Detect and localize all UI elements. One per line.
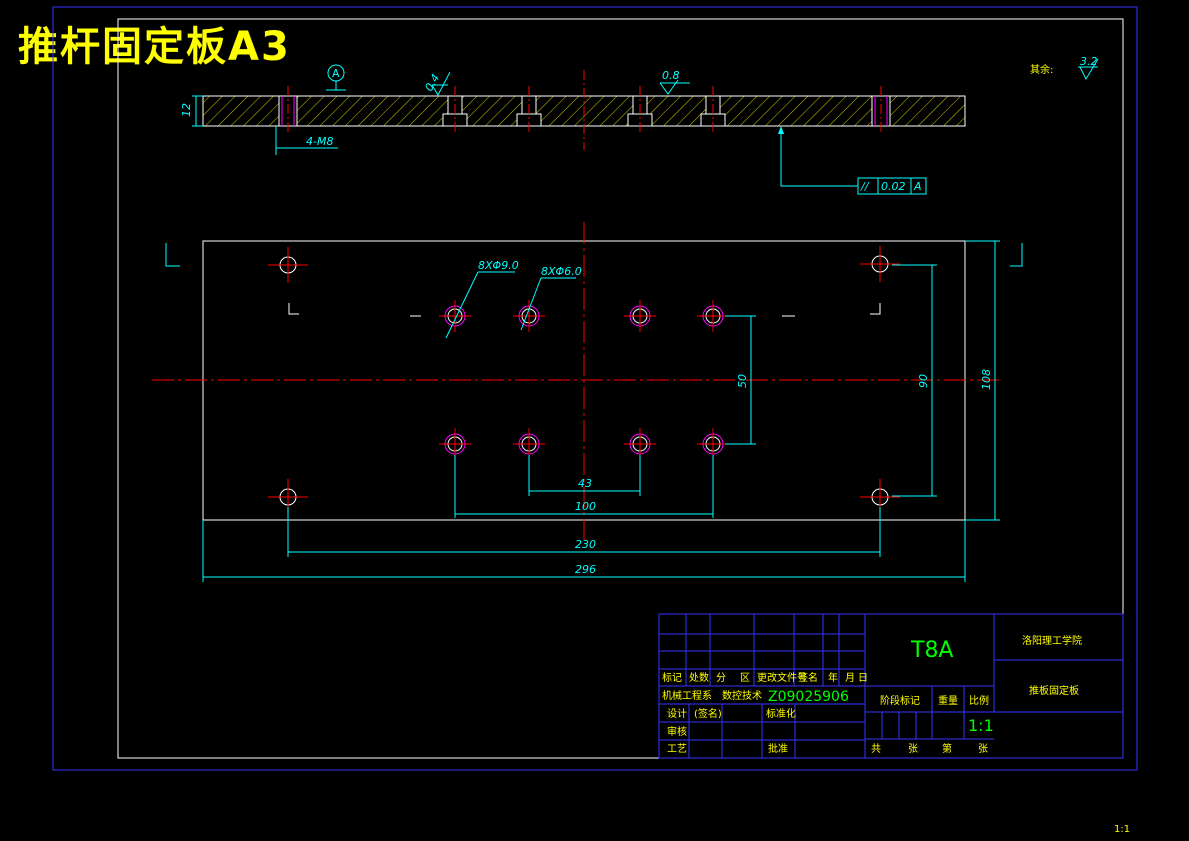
pin-hole (513, 428, 545, 460)
tolerance-datum: A (913, 180, 922, 193)
pin-hole (624, 300, 656, 332)
tolerance-symbol: // (860, 180, 870, 193)
pin-hole (697, 300, 729, 332)
header-0: 标记 (662, 672, 682, 684)
roughness-top: 0.8 (662, 69, 680, 82)
corner-hole (268, 247, 308, 283)
tolerance-frame (857, 177, 927, 195)
dim-43: 43 (578, 477, 592, 490)
header-1: 处数 (689, 671, 709, 684)
row-class: 数控技术 (722, 689, 762, 702)
outer-frame (52, 6, 1138, 771)
thickness-dim: 12 (180, 103, 193, 117)
section-view: 12 A 0.4 0.8 4-M8 // 0.02 A (180, 64, 966, 195)
header-7: 月 (845, 672, 855, 684)
plan-view: 8XΦ9.0 8XΦ6.0 43 (152, 222, 1023, 582)
scale-value: 1:1 (968, 716, 994, 735)
tolerance-value: 0.02 (881, 180, 906, 193)
roughness-label: 其余: (1030, 63, 1053, 76)
bottom-2: 第 (942, 742, 952, 755)
hole-callout-2: 8XΦ6.0 (541, 265, 582, 278)
header-6: 年 (828, 671, 838, 684)
header-2: 分 (716, 672, 726, 684)
hole-callout-1: 8XΦ9.0 (478, 259, 519, 272)
title-block: T8A 洛阳理工学院 推板固定板 Z09025906 1:1 阶段标记 重量 比… (658, 613, 1124, 759)
dim-230: 230 (575, 538, 596, 551)
row-approve: 批准 (768, 742, 788, 755)
row-design-sign: (签名) (694, 707, 722, 720)
row-std: 标准化 (766, 707, 796, 720)
scale-label: 比例 (969, 694, 989, 707)
row-major: 机械工程系 (662, 689, 712, 702)
material-label: T8A (910, 638, 954, 663)
roughness-value: 3.2 (1080, 55, 1098, 68)
bottom-0: 共 (871, 743, 881, 755)
dim-90: 90 (917, 374, 930, 388)
pin-hole (439, 300, 471, 332)
dim-50: 50 (736, 374, 749, 388)
pin-hole (697, 428, 729, 460)
pin-holes (439, 300, 729, 460)
header-8: 日 (858, 673, 868, 684)
drawing-number: Z09025906 (768, 689, 849, 705)
bottom-1: 张 (908, 743, 918, 755)
roughness-left: 0.4 (422, 72, 442, 94)
part-name: 推板固定板 (1029, 684, 1079, 697)
dim-108: 108 (980, 369, 993, 390)
footer-scale: 1:1 (1114, 824, 1130, 835)
weight-label: 重量 (938, 694, 958, 707)
pin-hole (439, 428, 471, 460)
drawing-title: 推杆固定板A3 (18, 24, 291, 70)
stage-label: 阶段标记 (880, 694, 920, 707)
header-3: 区 (740, 672, 750, 684)
roughness-symbol (1078, 58, 1099, 81)
datum-a-label: A (332, 67, 340, 80)
dim-100: 100 (575, 500, 596, 513)
dim-296: 296 (575, 563, 596, 576)
bottom-3: 张 (978, 743, 988, 755)
thread-callout: 4-M8 (306, 135, 333, 148)
header-4: 更改文件号 (757, 671, 807, 684)
pin-hole (624, 428, 656, 460)
corner-hole (860, 246, 900, 282)
row-process: 工艺 (667, 743, 687, 755)
school-name: 洛阳理工学院 (1022, 634, 1082, 647)
pin-hole (513, 300, 545, 332)
row-check: 审核 (667, 725, 687, 738)
row-design: 设计 (667, 707, 687, 720)
inner-frame (117, 18, 1124, 759)
header-5: 签名 (798, 671, 818, 684)
